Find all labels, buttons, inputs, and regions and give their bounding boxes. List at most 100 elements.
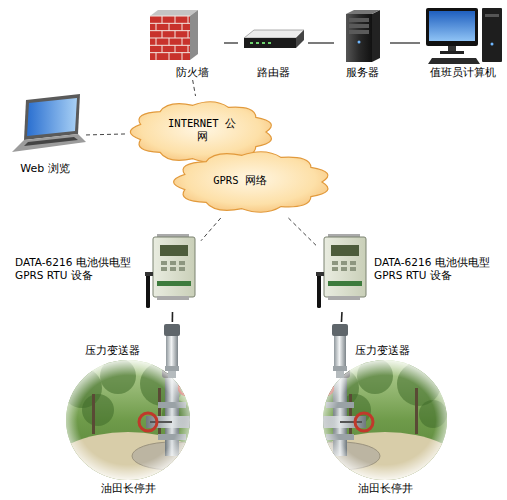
router-node: 路由器 — [238, 6, 308, 80]
mortar-line — [182, 23, 183, 30]
node-label: 压力变送器 — [352, 344, 412, 357]
rtu-key — [179, 261, 185, 265]
network-cloud: GPRS 网络 — [172, 146, 332, 218]
monitor-screen — [429, 11, 475, 41]
laptop-keys — [24, 137, 78, 146]
mortar-line — [182, 53, 183, 60]
pt-shape — [156, 322, 188, 378]
node-label: GPRS 网络 — [198, 174, 282, 187]
antenna — [317, 274, 321, 308]
server-side — [372, 10, 380, 62]
network-link — [288, 218, 316, 245]
mortar-line — [156, 53, 157, 60]
rtu-display — [331, 245, 359, 256]
server-tower — [346, 14, 372, 62]
rtu-shape — [316, 234, 372, 312]
rtu-display — [160, 245, 188, 256]
laptop-lid — [24, 94, 80, 140]
rtu-key — [332, 261, 338, 265]
rtu-strip — [157, 281, 191, 286]
pt-fitting — [336, 371, 344, 378]
rtu-key — [170, 261, 176, 265]
mortar-line — [182, 38, 183, 45]
mortar-line — [150, 30, 190, 31]
server-top — [346, 10, 380, 14]
photo-background — [58, 358, 198, 482]
network-link — [224, 42, 238, 43]
well-photo — [300, 358, 465, 500]
rtu-key — [332, 267, 338, 271]
pt-hex — [333, 366, 347, 371]
well-shape — [315, 358, 455, 500]
router-led — [256, 42, 259, 44]
mortar-line — [169, 53, 170, 60]
photo-background — [315, 358, 455, 482]
oil-well: 油田长停井 — [58, 358, 198, 500]
well-shape — [58, 358, 198, 500]
router-top — [244, 30, 304, 38]
laptop-node: Web 浏览 — [4, 92, 86, 180]
mortar-line — [162, 31, 163, 38]
pt-cap — [164, 324, 180, 336]
mortar-line — [175, 16, 176, 23]
rtu-key — [161, 261, 167, 265]
wall-side — [190, 10, 198, 60]
cloud-outline — [174, 152, 328, 212]
mortar-line — [175, 45, 176, 52]
node-label: DATA-6216 电池供电型 GPRS RTU 设备 — [374, 256, 500, 282]
rtu-shape — [145, 234, 201, 312]
pt-body — [334, 336, 346, 366]
server-node: 服务器 — [334, 6, 390, 80]
computer-node: 值班员计算机 — [420, 4, 506, 82]
keyboard — [428, 58, 480, 64]
node-label: DATA-6216 电池供电型 GPRS RTU 设备 — [15, 256, 141, 282]
network-link — [193, 80, 196, 96]
rtu-key — [341, 261, 347, 265]
pt-shape — [324, 322, 356, 378]
pressure-transmitter: 压力变送器 — [324, 322, 356, 378]
rtu-key — [161, 267, 167, 271]
rtu-key — [350, 261, 356, 265]
node-label: 路由器 — [238, 66, 308, 79]
pt-body — [166, 336, 178, 366]
rtu-strip — [328, 281, 362, 286]
drive-bay — [349, 18, 369, 22]
node-label: Web 浏览 — [4, 162, 86, 175]
rtu-key — [350, 267, 356, 271]
rtu-device: DATA-6216 电池供电型 GPRS RTU 设备 — [145, 234, 201, 312]
router-led — [262, 42, 265, 44]
rtu-key — [179, 267, 185, 271]
pc-drive — [485, 14, 499, 17]
pressure-transmitter: 压力变送器 — [156, 322, 188, 378]
mortar-line — [188, 45, 189, 52]
mortar-line — [169, 23, 170, 30]
node-label: INTERNET 公网 — [167, 117, 237, 143]
firewall-node: 防火墙 — [148, 6, 224, 80]
node-label: 油田长停井 — [58, 482, 198, 495]
router-front — [244, 38, 296, 48]
pc-led — [491, 43, 494, 46]
oil-well: 油田长停井 — [315, 358, 455, 500]
router-led — [268, 42, 271, 44]
network-link — [172, 312, 174, 322]
laptop-screen — [27, 98, 77, 136]
mount-ear — [157, 296, 189, 300]
node-label: 油田长停井 — [315, 482, 455, 495]
node-label: 压力变送器 — [82, 344, 142, 357]
node-label: 服务器 — [334, 66, 390, 79]
mortar-line — [162, 45, 163, 52]
antenna-base — [145, 272, 153, 276]
mortar-line — [188, 16, 189, 23]
rtu-key — [170, 267, 176, 271]
well-photo — [48, 358, 212, 500]
antenna — [146, 274, 150, 308]
drive-bay — [349, 30, 369, 34]
rtu-body — [324, 237, 366, 297]
router-led — [250, 42, 253, 44]
wall-top — [150, 10, 198, 16]
vignette — [315, 358, 455, 482]
antenna-base — [316, 272, 324, 276]
pt-hex — [165, 366, 179, 371]
monitor-base — [440, 51, 464, 54]
